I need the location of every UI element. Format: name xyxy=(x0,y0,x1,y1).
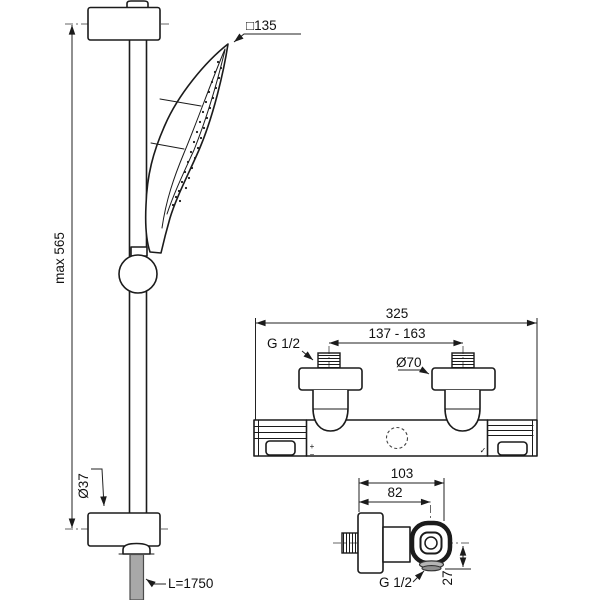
side-inlet-thread xyxy=(341,532,359,554)
dimension-head-width: □135 xyxy=(233,18,301,43)
depth-to-axis-label: 82 xyxy=(387,485,402,500)
dimension-depth-to-axis: 82 xyxy=(359,485,431,506)
rail-diameter-label: Ø37 xyxy=(76,473,91,499)
side-wall-flange xyxy=(357,512,384,574)
check-mark: ✓ xyxy=(480,446,487,455)
inlet-thread-label: G 1/2 xyxy=(267,336,300,351)
dimension-inlet-thread: G 1/2 xyxy=(267,336,314,361)
dimension-escutcheon-diameter: Ø70 xyxy=(396,355,430,375)
mixer-width-label: 325 xyxy=(386,306,409,321)
right-handle-button xyxy=(497,441,528,456)
hand-shower xyxy=(144,43,229,254)
dimension-rail-diameter: Ø37 xyxy=(76,468,107,507)
escutcheon-diameter-label: Ø70 xyxy=(396,355,422,370)
right-neck xyxy=(444,390,481,432)
rail-height-label: max 565 xyxy=(52,232,67,284)
rail-slider xyxy=(118,246,158,294)
right-inlet-thread xyxy=(451,352,475,370)
dimension-mixer-depth: 103 xyxy=(359,466,444,487)
dimension-rail-height: max 565 xyxy=(52,25,76,528)
head-width-label: □135 xyxy=(246,18,277,33)
dimension-inlet-spacing: 137 - 163 xyxy=(329,326,463,347)
side-outlet xyxy=(418,560,445,572)
reference-circle xyxy=(385,426,409,450)
side-neck xyxy=(382,526,411,563)
outlet-thread-label: G 1/2 xyxy=(379,575,412,590)
hose-length-label: L=1750 xyxy=(168,576,213,591)
right-handle xyxy=(486,419,534,457)
top-wall-bracket xyxy=(87,0,161,41)
outlet-drop-label: 27 xyxy=(440,570,455,585)
left-neck xyxy=(312,390,349,432)
left-handle xyxy=(253,419,308,457)
shower-hose xyxy=(129,553,145,600)
mixer-depth-label: 103 xyxy=(391,466,414,481)
dimension-hose-length: L=1750 xyxy=(145,576,213,591)
left-escutcheon xyxy=(298,367,363,391)
dimension-outlet-thread: G 1/2 xyxy=(379,570,425,590)
left-handle-button xyxy=(265,440,296,456)
mixer-front-view: 325 137 - 163 G 1/2 Ø70 xyxy=(253,306,538,459)
left-inlet-thread xyxy=(317,352,341,370)
slide-rail-view: max 565 Ø37 □135 L=1750 xyxy=(52,0,301,600)
spray-face-dots xyxy=(171,60,223,207)
right-escutcheon xyxy=(431,367,496,391)
dimension-outlet-drop: 27 xyxy=(440,546,471,586)
inlet-spacing-label: 137 - 163 xyxy=(368,326,425,341)
minus-mark: − xyxy=(310,450,315,459)
plus-mark: + xyxy=(310,442,315,451)
dimension-mixer-width: 325 xyxy=(256,306,537,327)
bottom-wall-bracket xyxy=(87,512,161,555)
mixer-side-view: 103 82 27 xyxy=(333,466,471,590)
side-round-body xyxy=(409,520,453,566)
